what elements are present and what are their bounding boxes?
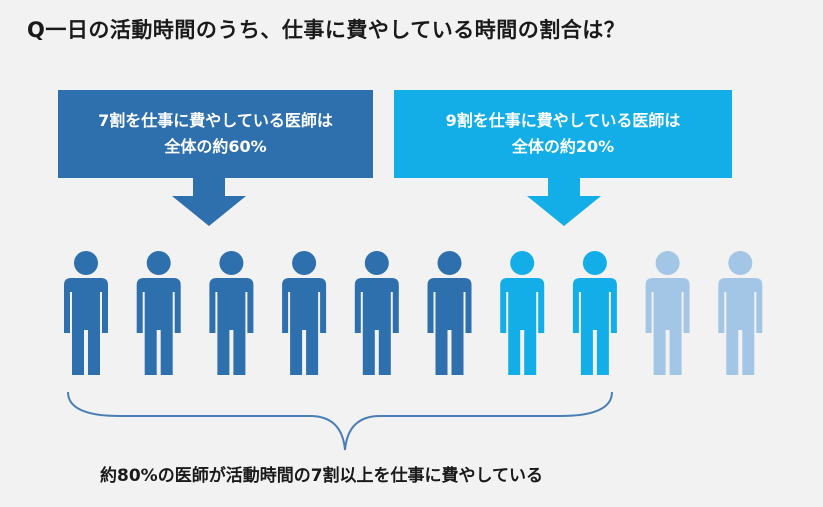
callout-70-percent: 7割を仕事に費やしている医師は 全体の約60%: [58, 90, 373, 178]
callout-90-line1: 9割を仕事に費やしている医師は: [445, 111, 681, 130]
person-icon: [136, 251, 181, 375]
person-icon: [209, 251, 254, 375]
person-icon: [645, 251, 690, 375]
person-icon: [354, 251, 399, 375]
callout-90-line2: 全体の約20%: [511, 137, 615, 156]
callout-70-arrow: [172, 178, 246, 226]
callout-70-line2: 全体の約60%: [164, 137, 267, 156]
person-icon: [718, 251, 763, 375]
page-title: Q一日の活動時間のうち、仕事に費やしている時間の割合は？: [27, 18, 626, 42]
callout-70-line1: 7割を仕事に費やしている医師は: [98, 111, 333, 130]
person-icon: [282, 251, 327, 375]
curly-brace: [67, 391, 613, 451]
person-icon: [64, 251, 108, 375]
callout-90-percent: 9割を仕事に費やしている医師は 全体の約20%: [394, 90, 732, 178]
people-row: [64, 251, 763, 375]
summary-text: 約80%の医師が活動時間の7割以上を仕事に費やしている: [100, 466, 544, 486]
callout-90-arrow: [527, 178, 601, 226]
person-icon: [500, 251, 545, 375]
person-icon: [572, 251, 617, 375]
person-icon: [427, 251, 472, 375]
